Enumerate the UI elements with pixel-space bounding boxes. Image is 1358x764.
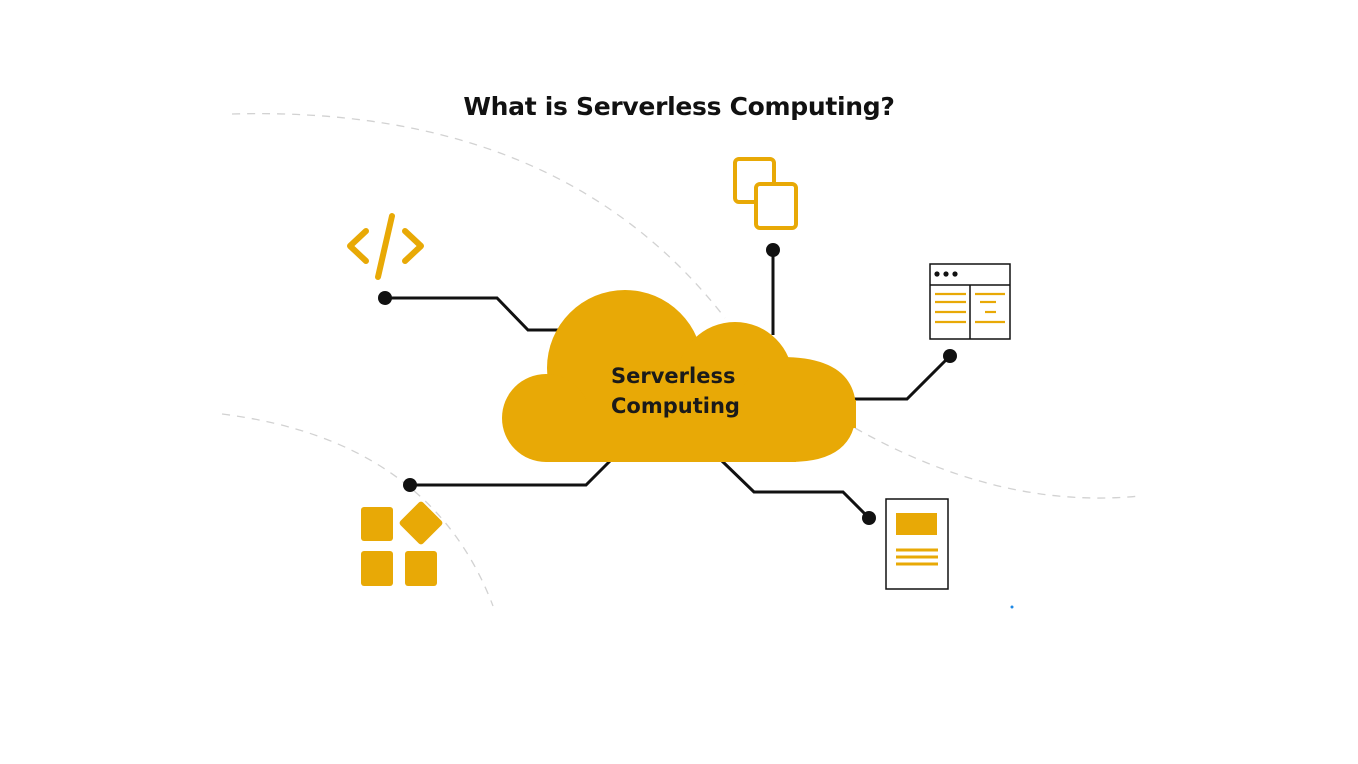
connector-dots	[378, 243, 957, 525]
dot-browser	[943, 349, 957, 363]
stray-mark	[1010, 605, 1014, 609]
dot-document	[862, 511, 876, 525]
cloud-label-line2: Computing	[611, 394, 740, 418]
connector-code	[385, 296, 565, 332]
dashed-arc-left	[221, 413, 494, 607]
connector-browser	[850, 354, 952, 401]
dot-copy	[766, 243, 780, 257]
copy-icon	[733, 157, 798, 230]
dot-code	[378, 291, 392, 305]
connector-blocks	[410, 459, 612, 487]
dashed-arc-top	[231, 112, 726, 319]
cloud-label-line1: Serverless	[611, 364, 735, 388]
dot-blocks	[403, 478, 417, 492]
code-icon	[347, 213, 424, 280]
connector-document	[720, 459, 871, 520]
browser-window-icon	[929, 263, 1011, 340]
dashed-arc-right	[854, 427, 1141, 499]
connectors	[385, 250, 952, 520]
cloud: Serverless Computing	[502, 290, 856, 462]
page-title: What is Serverless Computing?	[463, 92, 895, 121]
document-icon	[885, 498, 949, 590]
app-blocks-icon	[361, 501, 443, 586]
